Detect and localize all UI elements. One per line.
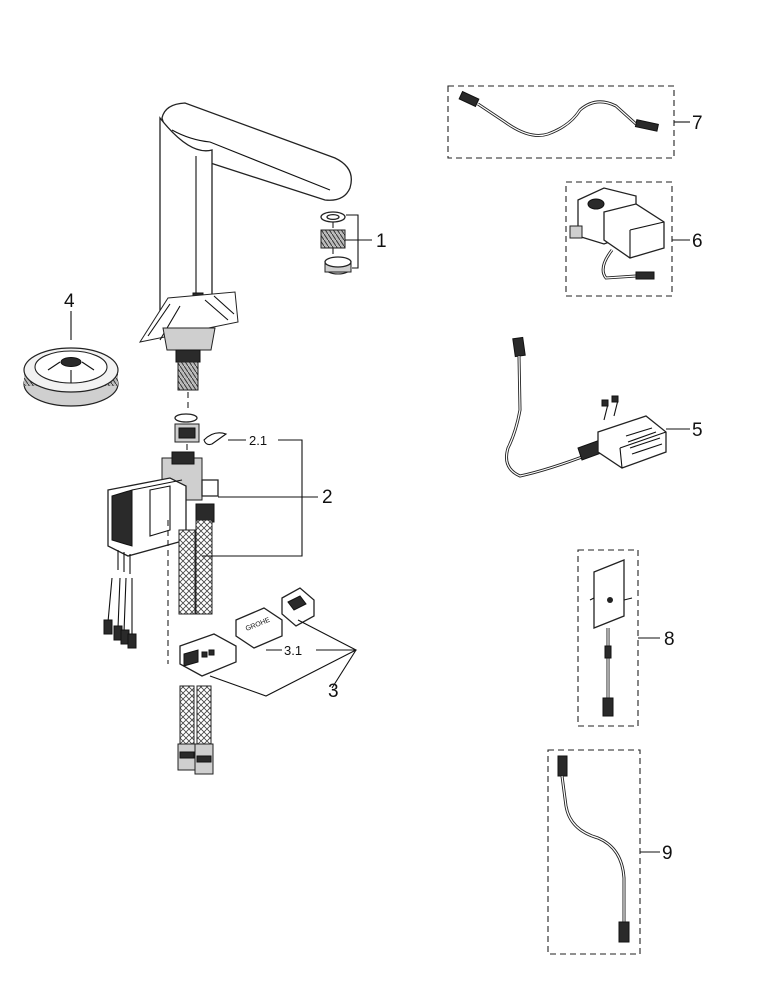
aerator-set [320, 211, 352, 275]
callout-3: 3 [328, 681, 339, 702]
callout-1: 1 [376, 231, 387, 252]
callout-9: 9 [662, 843, 673, 864]
valve-wires [103, 550, 137, 649]
callout-5: 5 [692, 420, 703, 441]
battery-module: GROHE [179, 587, 315, 677]
callout-2: 2 [322, 487, 333, 508]
mixing-valve [107, 432, 228, 557]
callout-3-1: 3.1 [284, 643, 302, 658]
sensor-8 [577, 549, 639, 727]
callout-8: 8 [664, 629, 675, 650]
solenoid-valve-6 [565, 181, 673, 297]
callout-4: 4 [64, 291, 75, 312]
leader-3 [209, 619, 358, 697]
braided-hoses [177, 519, 214, 775]
extension-cable-7 [447, 85, 675, 159]
callout-2-1: 2.1 [249, 433, 267, 448]
power-supply-5 [505, 336, 667, 478]
callout-7: 7 [692, 113, 703, 134]
callout-6: 6 [692, 231, 703, 252]
faucet-body [138, 102, 352, 456]
control-knob [23, 347, 119, 407]
cable-9 [547, 749, 641, 955]
leader-1 [345, 214, 372, 269]
leader-2 [167, 439, 318, 664]
